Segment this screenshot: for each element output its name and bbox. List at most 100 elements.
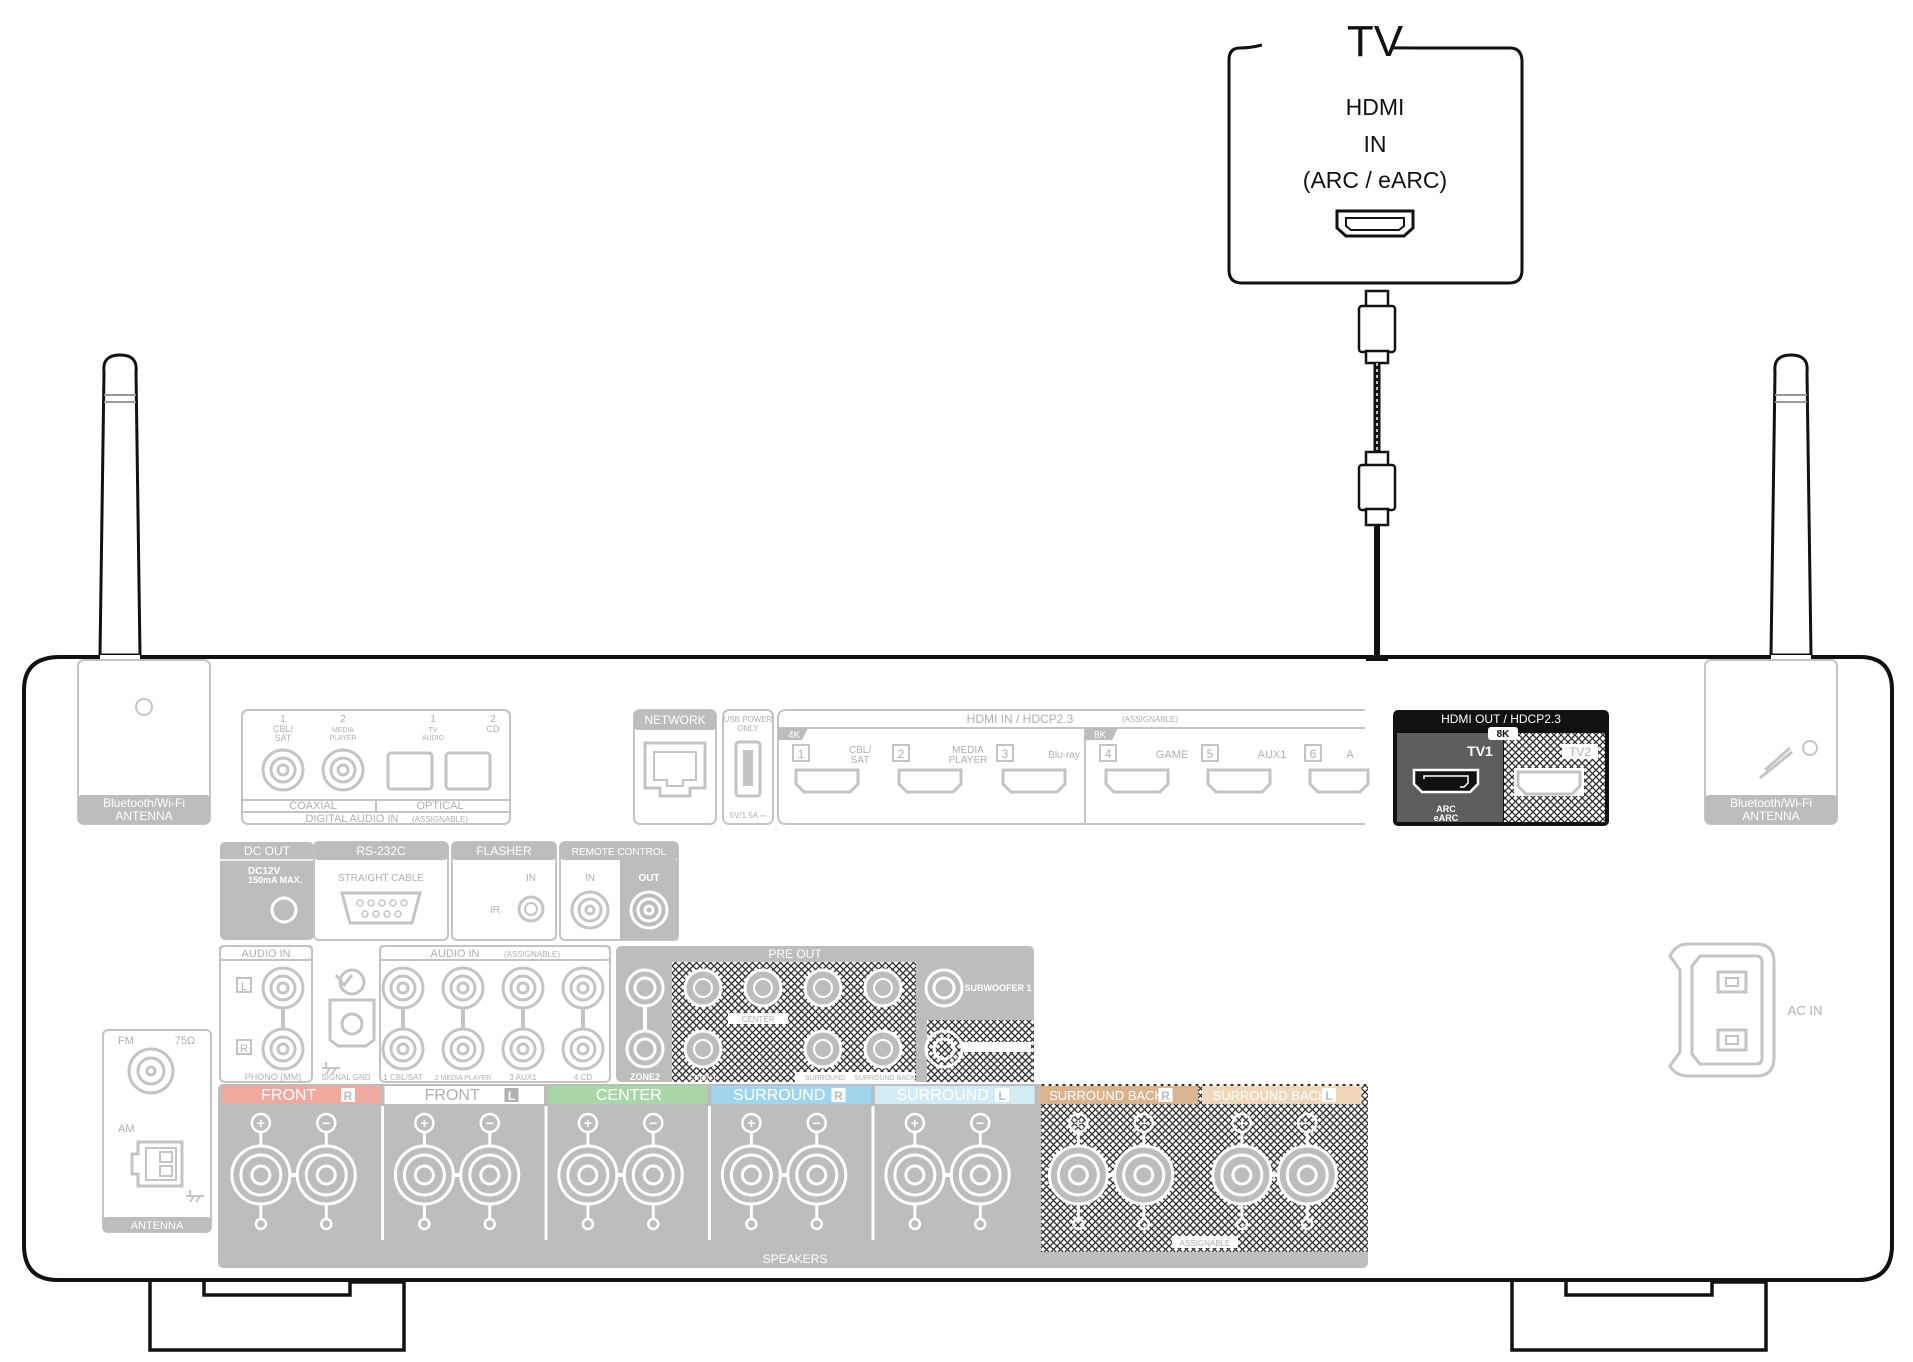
speaker-group-name: SURROUND (896, 1087, 988, 1104)
hdmi-in-6-name: A (1346, 749, 1354, 761)
phono-l-label: L (241, 981, 247, 993)
pre-out-center-label: CENTER (742, 1015, 775, 1024)
svg-text:−: − (1140, 1115, 1148, 1131)
speaker-side-label: R (344, 1089, 353, 1103)
hdmi-in-2: 2 MEDIA PLAYER (892, 744, 987, 794)
hdmi-in-1: 1 CBL/ SAT (792, 744, 871, 794)
speakers-title: SPEAKERS (763, 1252, 828, 1266)
hdmi-8k-badge: 8K (1094, 730, 1107, 741)
pre-out-surround-back-label: SURROUND BACK (854, 1075, 916, 1082)
coax-1-number: 1 (280, 714, 286, 725)
rs232c-sub: STRAIGHT CABLE (338, 873, 424, 884)
speaker-side-box (831, 1088, 846, 1102)
hdmi-out-arc-label: ARC (1436, 804, 1456, 814)
coaxial-label: COAXIAL (289, 800, 337, 812)
speaker-group-header (1038, 1086, 1198, 1104)
phono-label: PHONO (MM) (245, 1072, 302, 1082)
pre-out-front-label: FRONT (689, 1074, 717, 1083)
flasher-title: FLASHER (476, 844, 532, 858)
analog-jack-column-2: 2 MEDIA PLAYER (435, 966, 492, 1082)
svg-text:+: + (257, 1115, 265, 1131)
hdmi-in-panel: HDMI IN / HDCP2.3 (ASSIGNABLE) 4K 8K 1 C… (777, 709, 1370, 825)
coax-2-number: 2 (340, 714, 346, 725)
speaker-group-name: FRONT (261, 1087, 316, 1104)
hdmi-in-3: 3 Blu-ray (996, 744, 1080, 794)
cable-plug-bottom-tip (1364, 507, 1390, 527)
remote-control-panel: REMOTE CONTROL IN OUT (559, 841, 679, 941)
analog-input-1-label: 1 CBL/SAT (383, 1073, 423, 1082)
tv-hdmi-port-icon (1335, 209, 1415, 238)
svg-text:−: − (649, 1115, 657, 1131)
pre-out-surround-label: SURROUND (805, 1075, 845, 1082)
digital-audio-in-panel: 1 CBL/ SAT 2 MEDIA PLAYER 1 TV AUDIO 2 C… (241, 709, 511, 825)
dc-out-title: DC OUT (244, 844, 291, 858)
speaker-group-name: CENTER (596, 1087, 662, 1104)
speaker-side-label: R (1161, 1089, 1170, 1103)
svg-text:−: − (1303, 1115, 1311, 1131)
remote-in-label: IN (585, 873, 595, 884)
rs232c-panel: RS-232C STRAIGHT CABLE (313, 841, 449, 941)
tuner-antenna-title: ANTENNA (131, 1220, 184, 1232)
speaker-group-name: SURROUND BACK (1213, 1088, 1327, 1103)
speaker-group-header (875, 1086, 1035, 1104)
signal-gnd-label: SIGNAL GND (321, 1073, 370, 1082)
digital-audio-assignable: (ASSIGNABLE) (412, 815, 468, 824)
hdmi-out-panel: HDMI OUT / HDCP2.3 8K TV1 TV2 ARC eARC (1393, 710, 1609, 826)
bt-antenna-label-right-2: ANTENNA (1742, 809, 1799, 823)
left-antenna-terminal: Bluetooth/Wi-Fi ANTENNA (77, 659, 211, 825)
speaker-side-box (1321, 1088, 1336, 1102)
svg-text:−: − (322, 1115, 330, 1131)
dc-out-spec-1: DC12V (248, 866, 281, 877)
hdmi-out-title: HDMI OUT / HDCP2.3 (1441, 712, 1561, 726)
analog-jack-column-4: 4 CD (561, 966, 605, 1082)
pre-out-subwoofer-label: SUBWOOFER 1 (964, 983, 1031, 993)
analog-audio-in-panel: AUDIO IN (ASSIGNABLE) 1 CBL/SAT 2 MEDIA … (379, 945, 611, 1083)
cable-plug-top-tip (1364, 289, 1390, 309)
analog-input-4-label: 4 CD (574, 1073, 592, 1082)
pre-out-zone2-label: ZONE2 (630, 1072, 660, 1082)
speaker-side-label: L (1325, 1089, 1332, 1103)
svg-text:+: + (911, 1115, 919, 1131)
tv-title: TV (1347, 17, 1404, 66)
svg-text:−: − (976, 1115, 984, 1131)
cable-plug-bottom-body (1357, 463, 1397, 512)
hdmi-in-assignable: (ASSIGNABLE) (1122, 715, 1178, 724)
remote-control-title: REMOTE CONTROL (572, 847, 667, 858)
flasher-ir-label: IR (490, 905, 500, 916)
receiver-feet (148, 1280, 1768, 1352)
left-antenna (98, 353, 142, 657)
analog-jack-column-1: 1 CBL/SAT (381, 966, 425, 1082)
phono-audio-in-panel: AUDIO IN L R PHONO (MM) (219, 945, 313, 1083)
digital-audio-title: DIGITAL AUDIO IN (306, 813, 399, 825)
hdmi-out-tv1-label: TV1 (1467, 743, 1493, 759)
phono-r-label: R (240, 1043, 248, 1055)
hdmi-in-1-number: 1 (798, 747, 805, 761)
dc-out-panel: DC OUT DC12V 150mA MAX. (220, 842, 314, 940)
flasher-in-label: IN (526, 873, 536, 884)
coax-2-name: MEDIA (332, 727, 355, 734)
tv-outline (1227, 38, 1524, 285)
fm-ohm-label: 75Ω (175, 1035, 195, 1047)
hdmi-in-2-number: 2 (898, 747, 905, 761)
analog-input-2-label: 2 MEDIA PLAYER (435, 1075, 492, 1082)
network-port: NETWORK (633, 709, 717, 825)
speaker-side-box (994, 1088, 1009, 1102)
svg-text:−: − (813, 1115, 821, 1131)
fm-label: FM (118, 1035, 134, 1047)
speaker-group-name: FRONT (425, 1087, 480, 1104)
svg-text:+: + (747, 1115, 755, 1131)
hdmi-in-2-name: MEDIA (952, 745, 984, 756)
hdmi-in-4: 4 GAME (1099, 744, 1188, 794)
svg-text:+: + (1074, 1115, 1082, 1131)
speaker-group-header (221, 1086, 381, 1104)
dc-out-spec-2: 150mA MAX. (248, 875, 302, 885)
phono-audio-in-title: AUDIO IN (242, 948, 291, 960)
speaker-side-box (340, 1088, 355, 1102)
speaker-side-label: R (834, 1089, 843, 1103)
tv-port-label-2: IN (1364, 131, 1387, 157)
optical-label: OPTICAL (416, 800, 463, 812)
signal-gnd-terminal: SIGNAL GND (321, 968, 376, 1082)
